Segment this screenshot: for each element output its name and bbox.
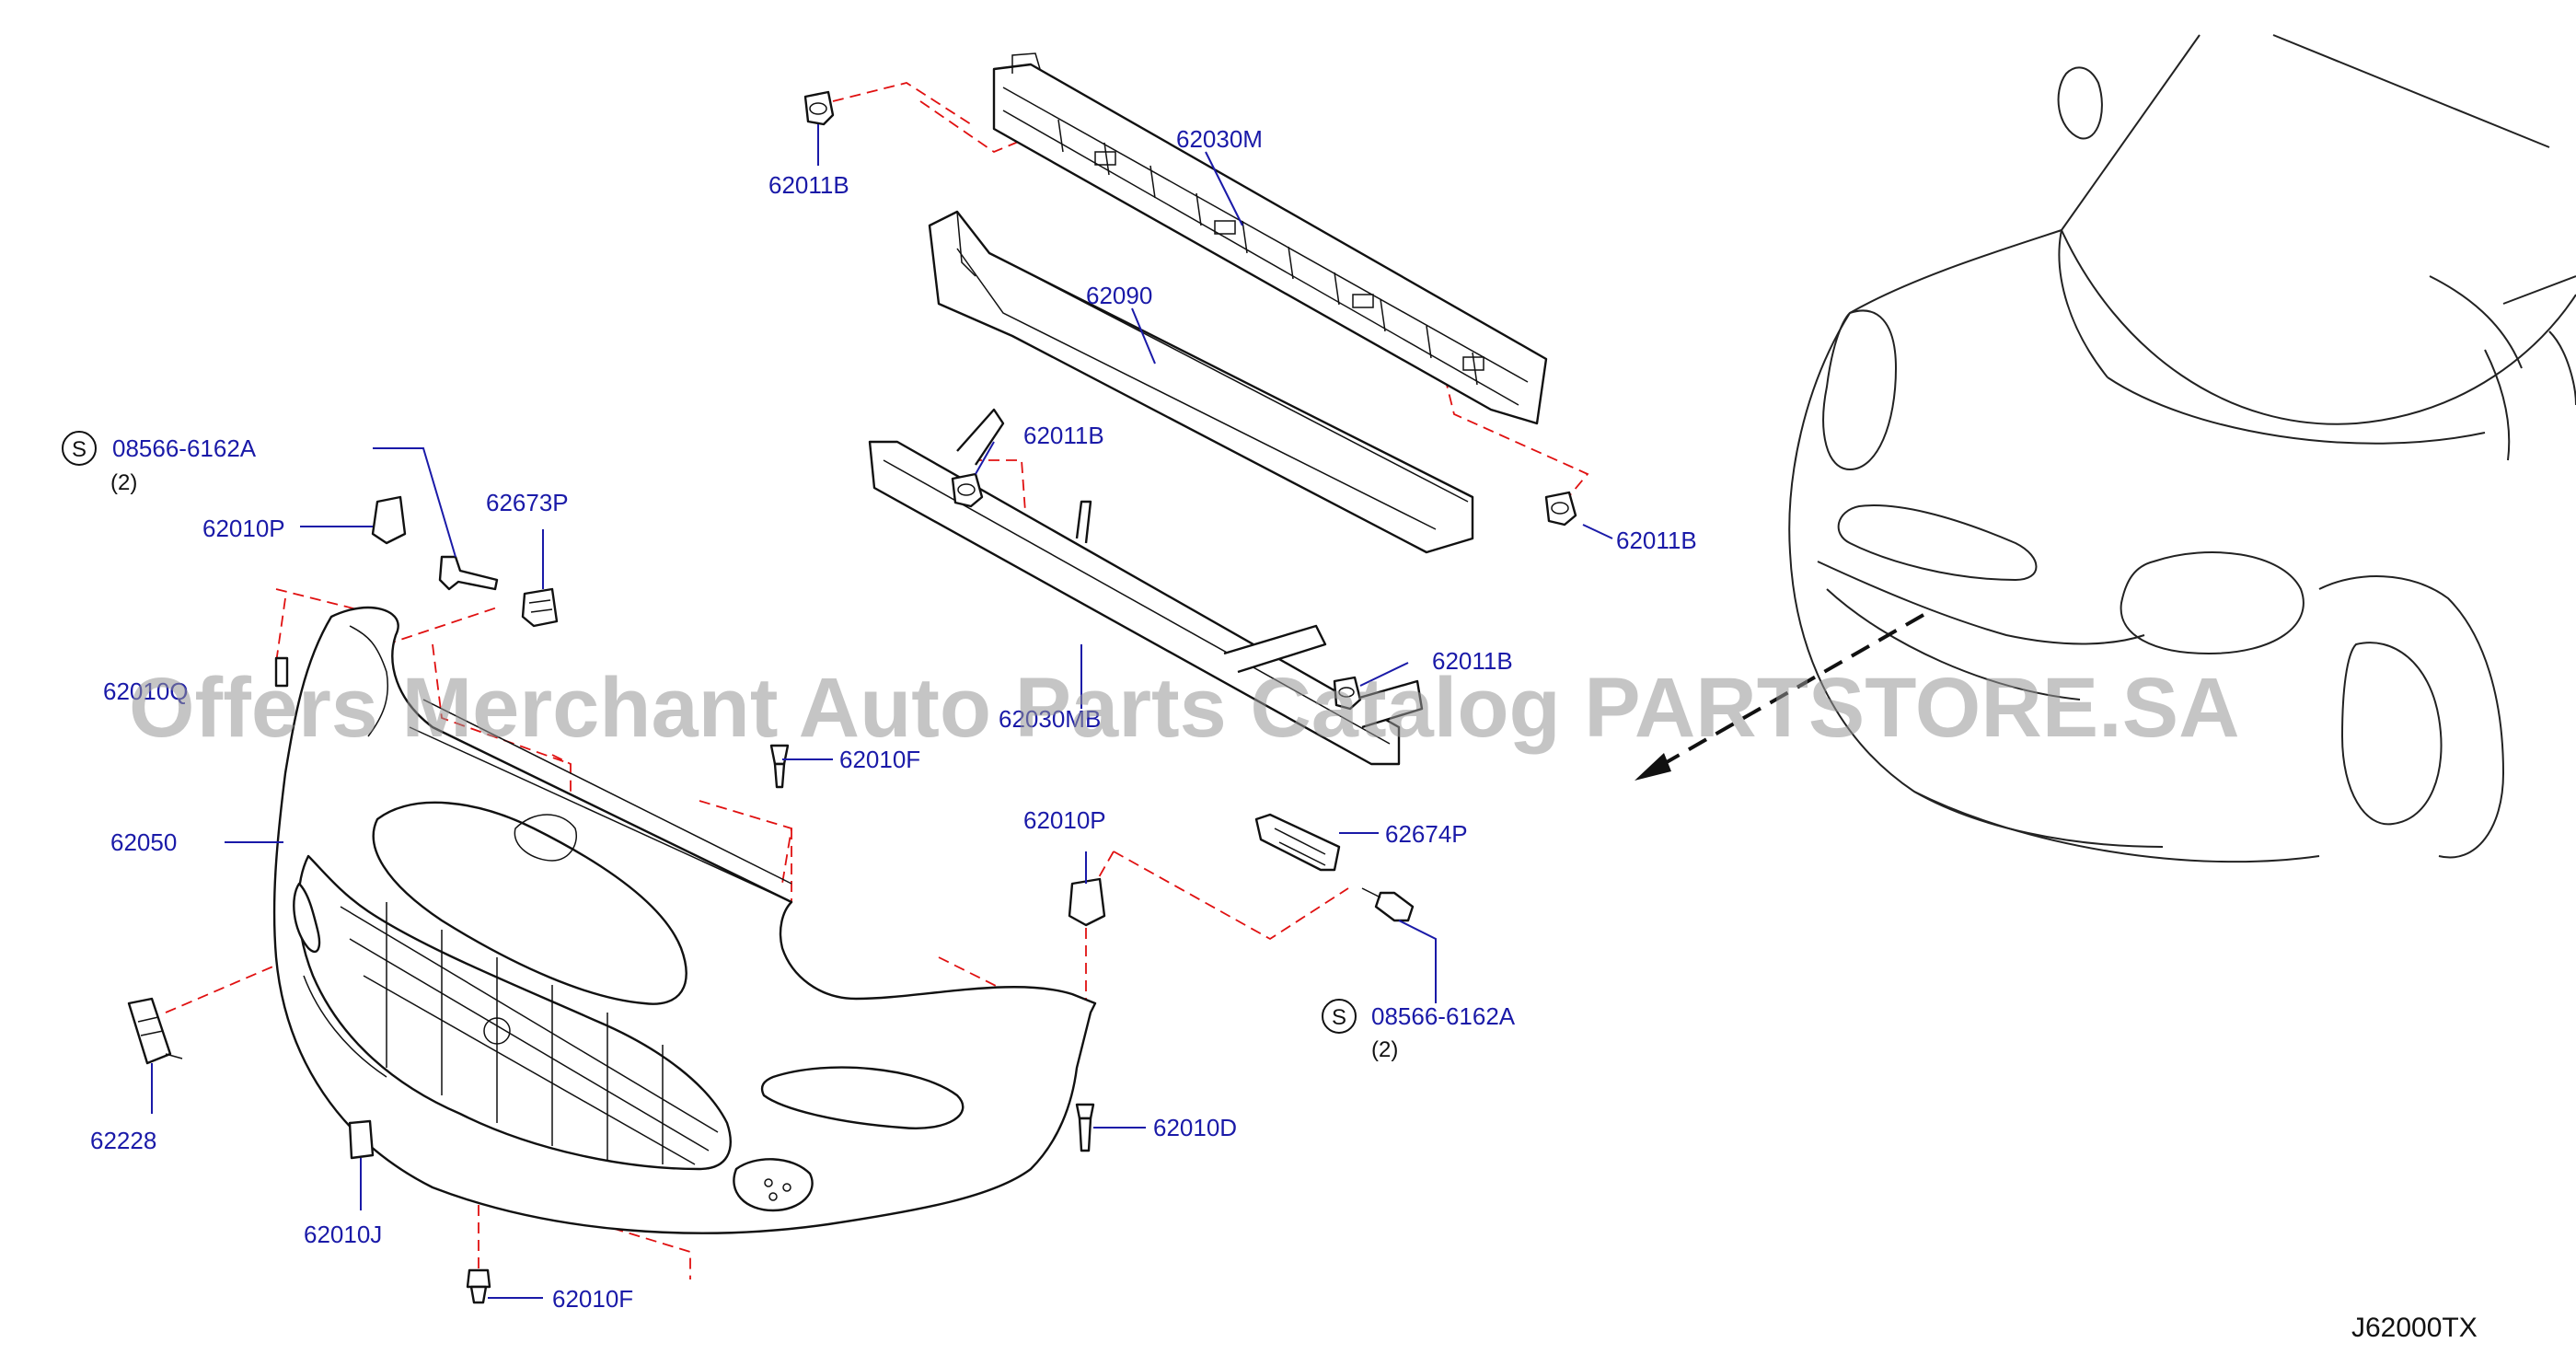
- label-62010J[interactable]: 62010J: [304, 1221, 382, 1248]
- small-parts: [127, 90, 1577, 1304]
- leader-lines: [151, 124, 1613, 1299]
- label-62010F-bottom[interactable]: 62010F: [552, 1285, 633, 1313]
- bumper-fascia-62050: [272, 606, 1097, 1234]
- qty-08566-left: (2): [110, 470, 137, 495]
- label-62010F-mid[interactable]: 62010F: [839, 746, 920, 773]
- s-symbol-right: [1322, 999, 1357, 1034]
- label-62673P[interactable]: 62673P: [486, 489, 569, 516]
- label-62030MB[interactable]: 62030MB: [999, 705, 1101, 733]
- qty-08566-right: (2): [1371, 1037, 1398, 1062]
- diagram-code: J62000TX: [2351, 1313, 2478, 1343]
- label-62674P[interactable]: 62674P: [1385, 820, 1468, 848]
- label-62050[interactable]: 62050: [110, 828, 177, 856]
- label-62010P-left[interactable]: 62010P: [202, 515, 285, 542]
- label-62090[interactable]: 62090: [1086, 282, 1152, 309]
- label-62011B-right[interactable]: 62011B: [1616, 527, 1697, 554]
- label-62010P-right[interactable]: 62010P: [1023, 806, 1106, 834]
- label-62011B-lower[interactable]: 62011B: [1432, 647, 1513, 675]
- label-08566-6162A-right[interactable]: 08566-6162A: [1371, 1002, 1516, 1030]
- reinforcement-62030MB: [868, 408, 1424, 766]
- label-08566-6162A-left[interactable]: 08566-6162A: [112, 434, 257, 462]
- label-62030M[interactable]: 62030M: [1176, 125, 1263, 153]
- s-symbol-left-text: S: [72, 437, 87, 462]
- callout-labels: 62011B 62030M 62090 62011B 62011B 62011B…: [62, 125, 1697, 1313]
- view-direction-arrow: [1635, 613, 1924, 781]
- watermark: Offers Merchant Auto Parts Catalog PARTS…: [129, 661, 2240, 755]
- s-symbol-left: [62, 431, 97, 466]
- label-62010D[interactable]: 62010D: [1153, 1114, 1237, 1141]
- reinforcement-62030M: [992, 52, 1548, 425]
- car-reference-outline: [1788, 34, 2576, 863]
- s-symbol-right-text: S: [1332, 1005, 1346, 1030]
- label-62011B-mid[interactable]: 62011B: [1023, 422, 1104, 449]
- label-62228[interactable]: 62228: [90, 1127, 156, 1154]
- absorber-62090: [928, 210, 1474, 554]
- label-62011B-top[interactable]: 62011B: [768, 171, 849, 199]
- label-62010Q[interactable]: 62010Q: [103, 677, 189, 705]
